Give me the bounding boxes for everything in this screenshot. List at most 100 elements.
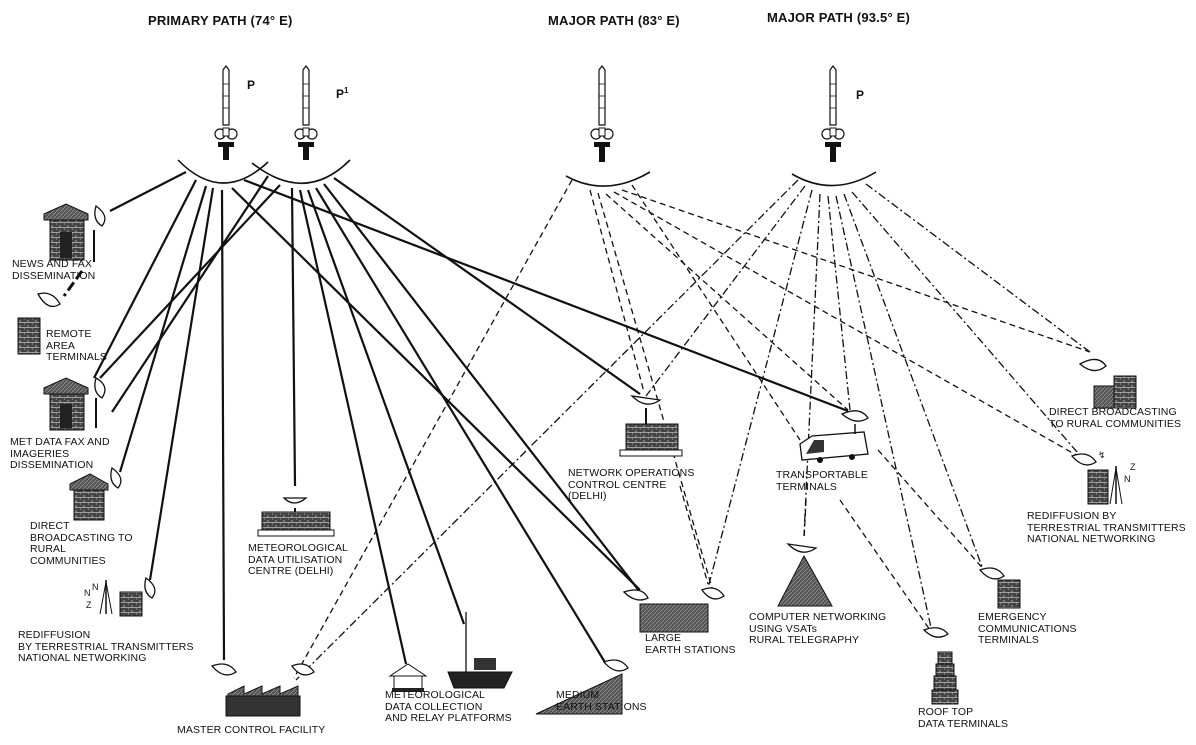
footprint-arc-83e (565, 171, 651, 187)
footprint-arc-p (177, 159, 269, 184)
master-control-label: MASTER CONTROL FACILITY (177, 724, 326, 736)
direct-broadcast-right-icon (1078, 358, 1137, 409)
roof-top-label: ROOF TOP DATA TERMINALS (918, 706, 1009, 730)
link-transportable-p (243, 178, 849, 413)
satellite-935-label: P (856, 88, 865, 102)
svg-text:↯: ↯ (1098, 450, 1106, 460)
link-83-transportable (605, 193, 849, 411)
remote-area-terminal-icon (17, 292, 61, 355)
rediffusion-right-label: REDIFFUSION BY TERRESTRIAL TRANSMITTERS … (1027, 510, 1186, 545)
link-medium-earth (315, 187, 607, 665)
link-network-ops-p1 (333, 177, 641, 395)
link-news-fax (109, 171, 187, 212)
direct-broadcast-house-left-icon (69, 466, 122, 521)
news-fax-label: NEWS AND FAX DISSEMINATION (12, 258, 96, 282)
satellite-p-label: P (247, 78, 256, 92)
satellite-p1-superscript: 1 (344, 86, 349, 95)
svg-text:Z: Z (1130, 462, 1136, 472)
roof-top-terminal-icon (922, 627, 959, 705)
link-83-direct-broadcast (621, 189, 1091, 353)
direct-broadcast-right-label: DIRECT BROADCASTING TO RURAL COMMUNITIES (1049, 406, 1182, 430)
footprint-arc-935e (791, 171, 877, 187)
link-met-fax (93, 179, 197, 379)
large-earth-label: LARGE EARTH STATIONS (645, 632, 736, 656)
link-ops-to-large (679, 485, 709, 585)
link-83-large-earth (597, 192, 713, 589)
satellite-p1-icon (294, 65, 318, 160)
primary-path-header: PRIMARY PATH (74° E) (148, 13, 293, 28)
link-935-computer (803, 193, 821, 537)
link-935-master (295, 179, 799, 681)
link-83-network-ops (589, 189, 645, 393)
medium-earth-label: MEDIUM EARTH STATIONS (556, 689, 647, 713)
major-path-83-header: MAJOR PATH (83° E) (548, 13, 680, 28)
svg-text:Z: Z (86, 600, 92, 610)
link-935-large-earth (707, 189, 813, 589)
met-utilisation-centre-icon (257, 497, 335, 537)
met-data-fax-label: MET DATA FAX AND IMAGERIES DISSEMINATION (10, 436, 110, 471)
met-collection-house-icon (388, 663, 428, 692)
met-utilisation-label: METEOROLOGICAL DATA UTILISATION CENTRE (… (248, 542, 349, 577)
link-trans-to-computer (803, 499, 807, 541)
link-met-fax-p1 (111, 175, 269, 413)
vsat-computer-icon (777, 543, 833, 607)
link-rediffusion-left (148, 187, 215, 581)
link-935-emergency (843, 193, 985, 573)
satellite-p1-letter: P (336, 87, 345, 101)
emergency-terminal-icon (978, 567, 1021, 609)
link-met-collection-2 (306, 189, 466, 625)
major-83e-links (293, 179, 1091, 679)
transportable-terminal-icon (799, 410, 869, 463)
svg-text:N: N (1124, 474, 1131, 484)
medium-earth-station-icon (535, 659, 629, 715)
major-935e-links (295, 179, 1091, 681)
rediffusion-left-label: REDIFFUSION BY TERRESTRIAL TRANSMITTERS … (18, 629, 194, 664)
link-935-rediffusion (851, 191, 1085, 461)
footprint-arcs (177, 159, 877, 187)
link-remote-p1 (99, 184, 281, 379)
svg-text:N: N (84, 588, 91, 598)
primary-path-links (93, 171, 849, 665)
link-large-earth-p (231, 187, 641, 591)
master-control-facility-icon (210, 663, 315, 717)
rediffusion-right-icon: ↯ N Z (1070, 450, 1136, 505)
satellite-935e-icon (821, 65, 845, 162)
large-earth-station-icon (622, 587, 725, 633)
link-935-roof-top (835, 195, 933, 633)
link-met-utilisation (290, 187, 297, 487)
svg-text:N: N (92, 582, 99, 592)
link-83-transportable-2 (631, 184, 801, 441)
link-large-earth-p1 (323, 183, 641, 593)
computer-networking-label: COMPUTER NETWORKING USING VSATs RURAL TE… (749, 611, 887, 646)
link-met-collection-1 (298, 189, 408, 665)
met-collection-label: METEOROLOGICAL DATA COLLECTION AND RELAY… (385, 689, 512, 724)
footprint-arc-p1 (251, 159, 351, 185)
link-935-transportable (827, 195, 851, 411)
emergency-label: EMERGENCY COMMUNICATIONS TERMINALS (978, 611, 1077, 646)
link-935-direct-broadcast (865, 183, 1091, 353)
satellite-p-icon (214, 65, 238, 160)
secondary-links (679, 449, 987, 631)
network-ops-centre-icon (619, 395, 683, 457)
rediffusion-left-icon: N N Z (84, 576, 156, 617)
news-fax-building-icon (43, 203, 106, 262)
link-83-master (293, 179, 573, 679)
remote-area-label: REMOTE AREA TERMINALS (46, 328, 107, 363)
satellite-p1-label: P1 (336, 86, 348, 101)
network-ops-label: NETWORK OPERATIONS CONTROL CENTRE (DELHI… (568, 467, 695, 502)
link-trans-to-roof (839, 499, 931, 631)
link-news-to-remote (62, 270, 84, 297)
satellite-83e-icon (590, 65, 614, 162)
direct-broadcast-left-label: DIRECT BROADCASTING TO RURAL COMMUNITIES (30, 520, 133, 567)
link-935-network-ops (645, 185, 806, 397)
link-direct-broadcast-left (118, 185, 208, 473)
link-trans-to-emergency (877, 449, 987, 573)
major-path-935-header: MAJOR PATH (93.5° E) (767, 10, 911, 25)
link-83-rediffusion (613, 191, 1086, 461)
link-master-control (220, 189, 226, 661)
transportable-label: TRANSPORTABLE TERMINALS (776, 469, 868, 493)
met-data-fax-building-icon (43, 377, 106, 431)
met-collection-boat-icon (447, 612, 513, 689)
